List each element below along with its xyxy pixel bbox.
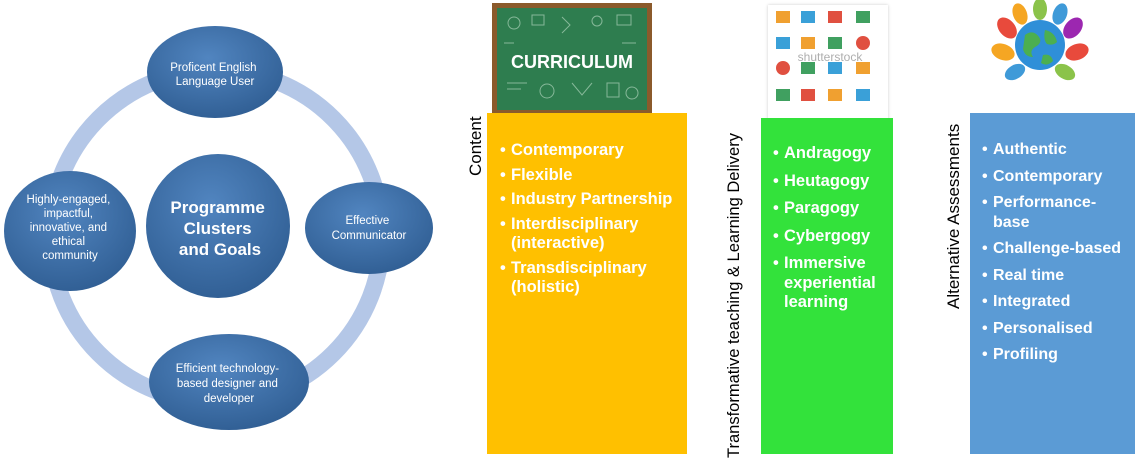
node-bottom-line-3: developer <box>204 393 255 405</box>
assessment-item: Performance-base <box>982 193 1131 232</box>
globe-hands-icon <box>991 0 1089 81</box>
content-label: Content <box>466 116 485 176</box>
programme-cycle-diagram: Programme Clusters and Goals Proficent E… <box>4 26 433 430</box>
node-bottom-line-1: Efficient technology- <box>176 363 280 375</box>
content-item: Industry Partnership <box>500 190 679 210</box>
watermark-text: shutterstock <box>798 50 864 64</box>
node-left-line-4: ethical <box>52 236 85 248</box>
center-line-1: Programme <box>170 198 264 217</box>
delivery-item: Cybergogy <box>773 227 889 247</box>
delivery-box: Andragogy Heutagogy Paragogy Cybergogy I… <box>761 118 893 454</box>
content-item: Transdisciplinary (holistic) <box>500 259 679 298</box>
assessment-box: Authentic Contemporary Performance-base … <box>970 113 1135 454</box>
center-line-3: and Goals <box>179 240 261 259</box>
curriculum-chalkboard-image: CURRICULUM <box>492 3 652 115</box>
delivery-list: Andragogy Heutagogy Paragogy Cybergogy I… <box>761 118 893 313</box>
delivery-item: Heutagogy <box>773 172 889 192</box>
assessment-item: Contemporary <box>982 167 1131 187</box>
center-node-label: Programme Clusters and Goals <box>170 198 269 259</box>
node-left-line-5: community <box>42 250 98 262</box>
assessment-item: Real time <box>982 266 1131 286</box>
curriculum-board-text: CURRICULUM <box>511 52 633 72</box>
content-list: Contemporary Flexible Industry Partnersh… <box>487 113 687 298</box>
assessment-item: Profiling <box>982 345 1131 365</box>
node-bottom-line-2: based designer and <box>177 378 278 390</box>
node-top-line-1: Proficent English <box>170 62 256 74</box>
center-node <box>146 154 290 298</box>
center-line-2: Clusters <box>184 219 252 238</box>
node-right-line-2: Communicator <box>332 230 407 242</box>
assessment-label: Alternative Assessments <box>944 123 963 309</box>
node-left-label: Highly-engaged, impactful, innovative, a… <box>27 194 114 262</box>
node-left-line-2: impactful, <box>44 208 93 220</box>
node-right <box>305 182 433 274</box>
content-item: Flexible <box>500 166 679 186</box>
node-top <box>147 26 283 118</box>
node-right-line-1: Effective <box>345 215 389 227</box>
node-right-label: Effective Communicator <box>332 215 407 242</box>
assessment-item: Personalised <box>982 319 1131 339</box>
assessment-item: Challenge-based <box>982 239 1131 259</box>
assessment-item: Integrated <box>982 292 1131 312</box>
node-top-line-2: Language User <box>176 76 255 88</box>
content-item: Interdisciplinary (interactive) <box>500 215 679 254</box>
delivery-item: Immersive experiential learning <box>773 254 889 313</box>
node-bottom <box>149 334 309 430</box>
assessment-item: Authentic <box>982 140 1131 160</box>
delivery-item: Paragogy <box>773 199 889 219</box>
node-top-label: Proficent English Language User <box>170 62 260 88</box>
delivery-item: Andragogy <box>773 144 889 164</box>
delivery-label: Transformative teaching & Learning Deliv… <box>725 133 743 458</box>
content-item: Contemporary <box>500 141 679 161</box>
node-left-line-3: innovative, and <box>30 222 107 234</box>
assessment-list: Authentic Contemporary Performance-base … <box>970 113 1135 365</box>
node-left <box>4 171 136 291</box>
node-left-line-1: Highly-engaged, <box>27 194 111 206</box>
teaching-icons-image: shutterstock <box>768 5 888 123</box>
node-bottom-label: Efficient technology- based designer and… <box>176 363 283 405</box>
content-box: Contemporary Flexible Industry Partnersh… <box>487 113 687 454</box>
